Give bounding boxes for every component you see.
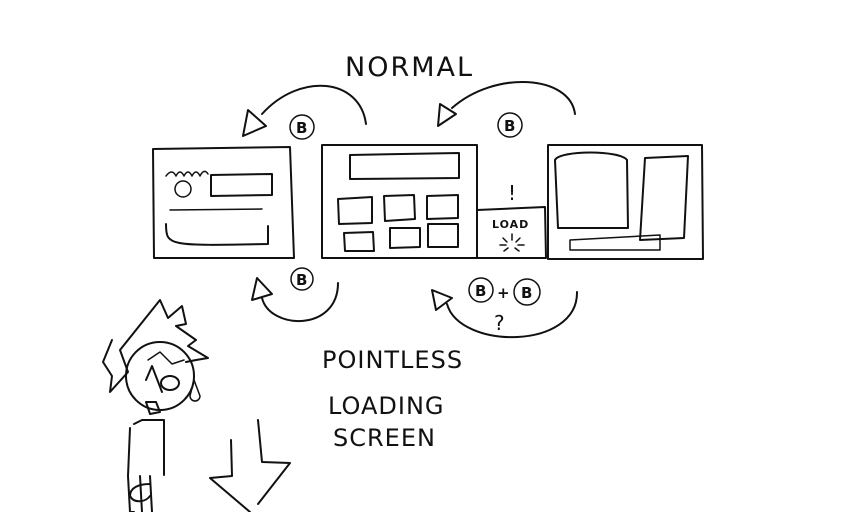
normal-title: NORMAL — [345, 52, 474, 83]
avatar-doodle — [166, 171, 208, 176]
caption-line-2: LOADING — [328, 392, 445, 420]
question-mark: ? — [494, 311, 506, 335]
button-letter: B — [296, 119, 308, 137]
spinner-icon — [500, 234, 524, 251]
button-badge-bottom-left: B — [291, 268, 313, 290]
screen-right — [548, 145, 703, 259]
button-badge-top-right: B — [498, 113, 522, 137]
arrow-bottom-left — [252, 278, 338, 321]
screen-left — [153, 147, 294, 258]
plus-sign: + — [497, 284, 511, 302]
button-letter: B — [521, 284, 533, 302]
caption-line-1: POINTLESS — [322, 346, 463, 374]
down-arrow-icon — [210, 420, 290, 512]
button-combo: B + B ? — [469, 278, 540, 335]
button-letter: B — [504, 117, 516, 135]
sad-character — [103, 300, 208, 512]
button-letter: B — [296, 271, 308, 289]
exclamation-mark: ! — [508, 181, 517, 205]
button-letter: B — [475, 282, 487, 300]
button-badge-top-left: B — [290, 115, 314, 139]
load-label: LOAD — [492, 218, 529, 231]
screen-middle — [322, 145, 477, 258]
loading-panel: ! LOAD — [477, 181, 546, 258]
caption-line-3: SCREEN — [333, 424, 436, 452]
